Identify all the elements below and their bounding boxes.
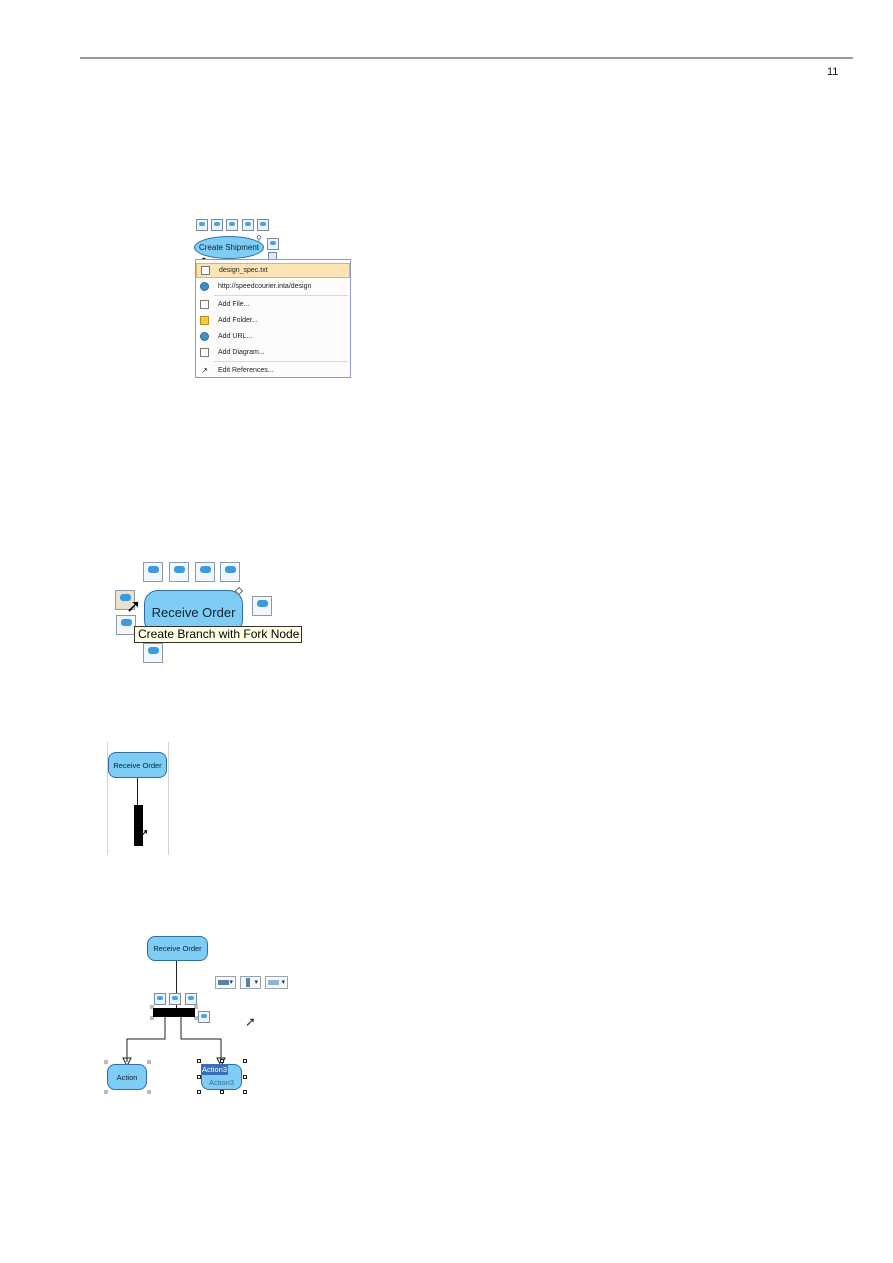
- selection-handle[interactable]: [197, 1090, 201, 1094]
- node-label: Receive Order: [151, 604, 236, 620]
- control-flow-line: [137, 778, 138, 805]
- edit-references-icon: ↗: [201, 366, 208, 375]
- resource-catalog-icon[interactable]: [267, 238, 279, 250]
- add-url-icon: [200, 332, 209, 341]
- selection-handle[interactable]: [150, 1005, 154, 1009]
- menu-separator: [214, 361, 348, 362]
- node-label: Receive Order: [153, 944, 202, 953]
- fork-node-bar[interactable]: [153, 1008, 195, 1017]
- mouse-cursor-icon: ➚: [139, 826, 150, 840]
- resource-catalog-icon[interactable]: [185, 993, 197, 1005]
- header-rule: [80, 57, 853, 59]
- menu-item-edit-references[interactable]: ↗ Edit References...: [201, 366, 274, 375]
- resource-catalog-icon[interactable]: [195, 562, 215, 582]
- tooltip: Create Branch with Fork Node: [134, 626, 302, 643]
- resource-catalog-icon[interactable]: [169, 993, 181, 1005]
- selection-handle[interactable]: [104, 1090, 108, 1094]
- selection-handle[interactable]: [147, 1060, 151, 1064]
- menu-item-add-diagram[interactable]: Add Diagram...: [196, 345, 350, 360]
- menu-item-add-folder[interactable]: Add Folder...: [196, 313, 350, 328]
- node-label: Create Shipment: [198, 243, 260, 252]
- resource-catalog-icon[interactable]: [242, 219, 254, 231]
- selection-handle[interactable]: [220, 1059, 224, 1063]
- selection-handle[interactable]: [194, 1005, 198, 1009]
- menu-item-add-url[interactable]: Add URL...: [196, 329, 350, 344]
- selection-handle[interactable]: [150, 1016, 154, 1020]
- fork-node-icon[interactable]: [115, 590, 135, 610]
- text-file-icon: [201, 266, 210, 275]
- globe-icon: [200, 282, 209, 291]
- fork-node-bar[interactable]: [134, 805, 143, 846]
- add-file-icon: [200, 300, 209, 309]
- add-diagram-icon: [200, 348, 209, 357]
- node-label: Action3: [208, 1078, 235, 1087]
- selection-handle[interactable]: [194, 1016, 198, 1020]
- resource-catalog-icon[interactable]: [226, 219, 238, 231]
- resource-catalog-icon[interactable]: [143, 643, 163, 663]
- reference-icon[interactable]: ⚲: [256, 234, 262, 243]
- page-number: 11: [827, 66, 839, 78]
- selection-handle[interactable]: [197, 1075, 201, 1079]
- selection-handle[interactable]: [147, 1090, 151, 1094]
- resource-catalog-icon[interactable]: [252, 596, 272, 616]
- format-dropdown[interactable]: ▾: [265, 976, 288, 989]
- add-folder-icon: [200, 316, 209, 325]
- node-label: Receive Order: [113, 760, 162, 770]
- selection-handle[interactable]: [243, 1059, 247, 1063]
- distribute-dropdown[interactable]: ▾: [240, 976, 261, 989]
- resource-catalog-icon[interactable]: [143, 562, 163, 582]
- menu-separator: [214, 295, 348, 296]
- node-label: Action: [116, 1072, 138, 1082]
- menu-item-url-reference[interactable]: http://speedcourier.inta/design: [196, 279, 350, 294]
- action-node[interactable]: Action: [107, 1064, 147, 1090]
- menu-item-add-file[interactable]: Add File...: [196, 297, 350, 312]
- selection-handle[interactable]: [220, 1090, 224, 1094]
- resource-catalog-icon[interactable]: [257, 219, 269, 231]
- resource-catalog-icon[interactable]: [198, 1011, 210, 1023]
- selection-handle[interactable]: [104, 1060, 108, 1064]
- mouse-cursor-icon: ➚: [126, 596, 142, 616]
- resource-catalog-icon[interactable]: [169, 562, 189, 582]
- control-flow-line: [176, 961, 177, 1008]
- create-shipment-node[interactable]: Create Shipment: [194, 236, 264, 259]
- receive-order-node[interactable]: Receive Order: [147, 936, 208, 961]
- resource-catalog-icon[interactable]: [220, 562, 240, 582]
- selection-handle[interactable]: [197, 1059, 201, 1063]
- menu-item-design-spec[interactable]: design_spec.txt: [196, 263, 350, 278]
- resource-catalog-icon[interactable]: [116, 615, 136, 635]
- references-menu: design_spec.txt http://speedcourier.inta…: [195, 259, 351, 378]
- resource-catalog-icon[interactable]: [154, 993, 166, 1005]
- selection-handle[interactable]: [243, 1090, 247, 1094]
- rename-input[interactable]: Action3: [201, 1064, 228, 1075]
- receive-order-node[interactable]: Receive Order: [108, 752, 167, 778]
- resource-catalog-icon[interactable]: [196, 219, 208, 231]
- selection-handle[interactable]: [243, 1075, 247, 1079]
- resource-catalog-icon[interactable]: [211, 219, 223, 231]
- mouse-cursor-icon: ➚: [245, 1014, 256, 1029]
- diagram-canvas: [107, 742, 169, 855]
- align-dropdown[interactable]: ▾: [215, 976, 236, 989]
